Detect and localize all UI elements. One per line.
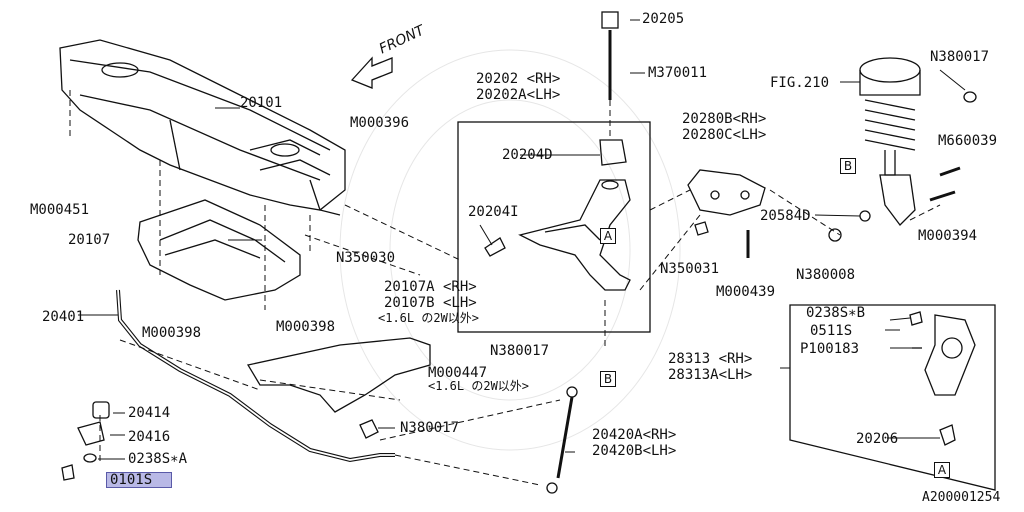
part-20206[interactable]: 20206 — [856, 431, 899, 447]
part-n380017-low[interactable]: N380017 — [400, 420, 460, 436]
part-n350031[interactable]: N350031 — [660, 261, 720, 277]
part-20420b[interactable]: 20420B<LH> — [592, 443, 677, 459]
control-arm-20202 — [484, 139, 631, 291]
knuckle-box — [789, 304, 996, 491]
part-m000396[interactable]: M000396 — [350, 115, 410, 131]
part-20205[interactable]: 20205 — [642, 11, 685, 27]
part-20414[interactable]: 20414 — [128, 405, 171, 421]
note-16l-b: <1.6L の2W以外> — [428, 379, 530, 393]
diagram-id: A200001254 — [922, 490, 1001, 505]
part-0101s-highlighted[interactable]: 0101S — [106, 472, 172, 488]
part-20416[interactable]: 20416 — [128, 429, 171, 445]
part-m000439[interactable]: M000439 — [716, 284, 776, 300]
part-20107b[interactable]: 20107B <LH> — [384, 295, 477, 311]
part-m000398-b[interactable]: M000398 — [276, 319, 336, 335]
note-16l-a: <1.6L の2W以外> — [378, 311, 480, 325]
part-m000398-a[interactable]: M000398 — [142, 325, 202, 341]
part-m000447[interactable]: M000447 — [428, 365, 488, 381]
part-20202a[interactable]: 20202A<LH> — [476, 87, 561, 103]
part-20584d[interactable]: 20584D — [760, 208, 811, 224]
part-0238s-a[interactable]: 0238S∗A — [128, 451, 188, 467]
ref-box-a-knuckle: A — [934, 462, 950, 478]
part-20107[interactable]: 20107 — [68, 232, 111, 248]
part-n350030[interactable]: N350030 — [336, 250, 396, 266]
stabilizer-bar-20401 — [116, 289, 395, 463]
part-28313a[interactable]: 28313A<LH> — [668, 367, 753, 383]
part-m660039[interactable]: M660039 — [938, 133, 998, 149]
strut-assembly — [859, 57, 921, 226]
part-20101[interactable]: 20101 — [240, 95, 283, 111]
ref-box-b-strut: B — [840, 158, 856, 174]
part-p100183[interactable]: P100183 — [800, 341, 860, 357]
part-20401[interactable]: 20401 — [42, 309, 85, 325]
part-m000451[interactable]: M000451 — [30, 202, 90, 218]
part-28313[interactable]: 28313 <RH> — [668, 351, 753, 367]
control-arm-box — [457, 121, 651, 333]
part-0238s-b[interactable]: 0238S∗B — [806, 305, 866, 321]
part-20204d[interactable]: 20204D — [502, 147, 553, 163]
ref-box-b-link: B — [600, 371, 616, 387]
plate-20107A — [246, 337, 431, 413]
knuckle-28313 — [924, 314, 976, 396]
part-20280c[interactable]: 20280C<LH> — [682, 127, 767, 143]
front-arrow — [350, 56, 393, 89]
part-m370011[interactable]: M370011 — [648, 65, 708, 81]
part-20420a[interactable]: 20420A<RH> — [592, 427, 677, 443]
part-20202[interactable]: 20202 <RH> — [476, 71, 561, 87]
crossmember-20101 — [59, 39, 346, 216]
part-20107a[interactable]: 20107A <RH> — [384, 279, 477, 295]
ref-box-a-arm: A — [600, 228, 616, 244]
part-n380008[interactable]: N380008 — [796, 267, 856, 283]
plate-20107 — [137, 199, 301, 301]
part-20204i[interactable]: 20204I — [468, 204, 519, 220]
bracket-20280B — [687, 169, 766, 216]
part-fig210[interactable]: FIG.210 — [770, 75, 830, 91]
part-n380017-top[interactable]: N380017 — [930, 49, 990, 65]
part-0511s[interactable]: 0511S — [810, 323, 853, 339]
part-m000394[interactable]: M000394 — [918, 228, 978, 244]
part-20280b[interactable]: 20280B<RH> — [682, 111, 767, 127]
stabilizer-link-20420A — [546, 386, 578, 494]
part-n380017-mid[interactable]: N380017 — [490, 343, 550, 359]
